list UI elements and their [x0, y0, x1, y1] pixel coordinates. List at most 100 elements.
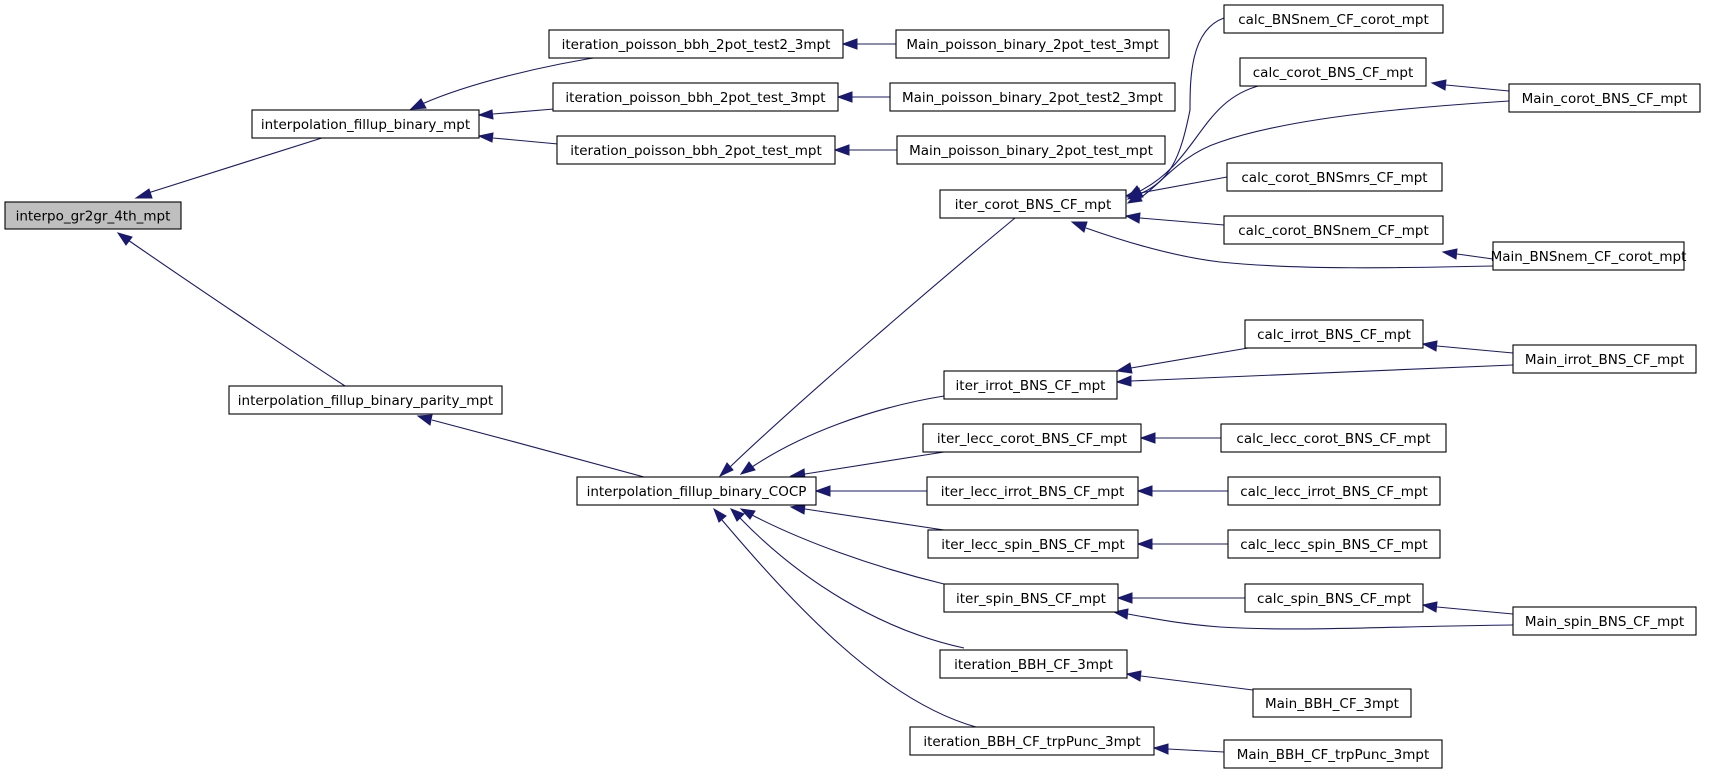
graph-node[interactable]: iter_irrot_BNS_CF_mpt [943, 370, 1118, 400]
edge [729, 217, 1016, 468]
arrow-icon [477, 109, 494, 120]
graph-node[interactable]: iteration_BBH_CF_trpPunc_3mpt [909, 726, 1155, 756]
graph-node[interactable]: calc_BNSnem_CF_corot_mpt [1223, 4, 1444, 34]
node-label: Main_poisson_binary_2pot_test_mpt [909, 143, 1153, 159]
graph-node[interactable]: iteration_poisson_bbh_2pot_test_3mpt [552, 82, 839, 112]
graph-node[interactable]: interpolation_fillup_binary_mpt [251, 109, 480, 139]
graph-node[interactable]: iteration_poisson_bbh_2pot_test_mpt [556, 135, 836, 165]
node-label: calc_corot_BNS_CF_mpt [1253, 65, 1414, 81]
node-label: iter_lecc_corot_BNS_CF_mpt [937, 431, 1127, 447]
node-box[interactable] [4, 201, 182, 230]
edge [1167, 748, 1225, 753]
node-label: iteration_poisson_bbh_2pot_test_mpt [570, 143, 822, 159]
node-box[interactable] [895, 29, 1170, 59]
node-label: Main_BBH_CF_3mpt [1265, 696, 1399, 712]
edge [1445, 84, 1510, 92]
graph-node[interactable]: calc_corot_BNS_CF_mpt [1239, 57, 1427, 87]
graph-node[interactable]: iter_spin_BNS_CF_mpt [943, 583, 1119, 613]
node-box[interactable] [251, 109, 480, 139]
graph-node[interactable]: iter_corot_BNS_CF_mpt [939, 189, 1127, 219]
node-box[interactable] [939, 189, 1127, 219]
edge [751, 395, 945, 468]
edge [1456, 253, 1494, 260]
graph-node[interactable]: Main_BNSnem_CF_corot_mpt [1491, 241, 1687, 271]
arrow-icon [739, 508, 756, 520]
arrow-icon [729, 508, 745, 522]
graph-node[interactable]: calc_irrot_BNS_CF_mpt [1244, 319, 1424, 349]
graph-edges [116, 17, 1514, 755]
edge [804, 451, 945, 475]
graph-node[interactable]: Main_irrot_BNS_CF_mpt [1512, 344, 1697, 374]
graph-node[interactable]: Main_poisson_binary_2pot_test_3mpt [895, 29, 1170, 59]
node-box[interactable] [1227, 529, 1441, 559]
node-box[interactable] [552, 82, 839, 112]
arrow-icon [833, 144, 850, 156]
graph-node[interactable]: Main_poisson_binary_2pot_test2_3mpt [889, 82, 1176, 112]
node-box[interactable] [1512, 344, 1697, 374]
node-box[interactable] [926, 476, 1139, 506]
node-label: iteration_BBH_CF_trpPunc_3mpt [923, 734, 1140, 750]
node-box[interactable] [1223, 4, 1444, 34]
node-box[interactable] [1244, 319, 1424, 349]
arrow-icon [739, 461, 756, 475]
node-box[interactable] [943, 583, 1119, 613]
graph-node[interactable]: interpolation_fillup_binary_parity_mpt [228, 385, 503, 415]
node-box[interactable] [1220, 423, 1447, 453]
graph-node[interactable]: Main_spin_BNS_CF_mpt [1512, 606, 1697, 636]
graph-node[interactable]: calc_spin_BNS_CF_mpt [1244, 583, 1424, 613]
arrow-icon [416, 414, 433, 426]
node-box[interactable] [548, 29, 844, 59]
node-box[interactable] [896, 135, 1166, 165]
graph-node[interactable]: iter_lecc_irrot_BNS_CF_mpt [926, 476, 1139, 506]
arrow-icon [1124, 212, 1141, 224]
graph-node[interactable]: Main_BBH_CF_3mpt [1252, 688, 1412, 718]
node-box[interactable] [922, 423, 1142, 453]
graph-node[interactable]: calc_corot_BNSnem_CF_mpt [1223, 215, 1444, 245]
graph-node[interactable]: iter_lecc_spin_BNS_CF_mpt [927, 529, 1139, 559]
graph-node[interactable]: iteration_BBH_CF_3mpt [939, 649, 1128, 679]
node-box[interactable] [1239, 57, 1427, 87]
node-box[interactable] [939, 649, 1128, 679]
graph-node[interactable]: calc_lecc_spin_BNS_CF_mpt [1227, 529, 1441, 559]
graph-node[interactable]: calc_corot_BNSmrs_CF_mpt [1226, 162, 1443, 192]
node-box[interactable] [1244, 583, 1424, 613]
node-box[interactable] [1492, 241, 1685, 271]
node-box[interactable] [1223, 215, 1444, 245]
node-box[interactable] [1512, 606, 1697, 636]
edge [492, 137, 559, 145]
node-box[interactable] [1508, 83, 1701, 113]
edge [739, 517, 965, 649]
arrow-icon [1421, 601, 1438, 613]
arrow-icon [116, 232, 133, 246]
edge [751, 514, 945, 585]
node-box[interactable] [943, 370, 1118, 400]
node-label: iteration_BBH_CF_3mpt [954, 657, 1113, 673]
graph-node[interactable]: iteration_poisson_bbh_2pot_test2_3mpt [548, 29, 844, 59]
node-label: Main_poisson_binary_2pot_test_3mpt [906, 37, 1158, 53]
graph-node[interactable]: calc_lecc_corot_BNS_CF_mpt [1220, 423, 1447, 453]
node-label: calc_lecc_corot_BNS_CF_mpt [1236, 431, 1430, 447]
graph-node[interactable]: iter_lecc_corot_BNS_CF_mpt [922, 423, 1142, 453]
node-label: calc_irrot_BNS_CF_mpt [1257, 327, 1411, 343]
node-box[interactable] [1252, 688, 1412, 718]
node-box[interactable] [909, 726, 1155, 756]
node-box[interactable] [576, 476, 817, 506]
graph-node[interactable]: interpolation_fillup_binary_COCP [576, 476, 817, 506]
root-node[interactable]: interpo_gr2gr_4th_mpt [4, 201, 182, 230]
graph-node[interactable]: Main_BBH_CF_trpPunc_3mpt [1223, 739, 1443, 769]
arrow-icon [1124, 187, 1142, 199]
node-label: iter_lecc_spin_BNS_CF_mpt [941, 537, 1125, 553]
node-box[interactable] [1223, 739, 1443, 769]
edge [147, 136, 326, 194]
node-box[interactable] [556, 135, 836, 165]
graph-node[interactable]: calc_lecc_irrot_BNS_CF_mpt [1227, 476, 1441, 506]
node-box[interactable] [228, 385, 503, 415]
graph-node[interactable]: Main_poisson_binary_2pot_test_mpt [896, 135, 1166, 165]
graph-node[interactable]: Main_corot_BNS_CF_mpt [1508, 83, 1701, 113]
node-label: Main_corot_BNS_CF_mpt [1522, 91, 1688, 107]
node-label: Main_spin_BNS_CF_mpt [1525, 614, 1684, 630]
node-box[interactable] [889, 82, 1176, 112]
node-box[interactable] [1226, 162, 1443, 192]
node-box[interactable] [1227, 476, 1441, 506]
node-box[interactable] [927, 529, 1139, 559]
